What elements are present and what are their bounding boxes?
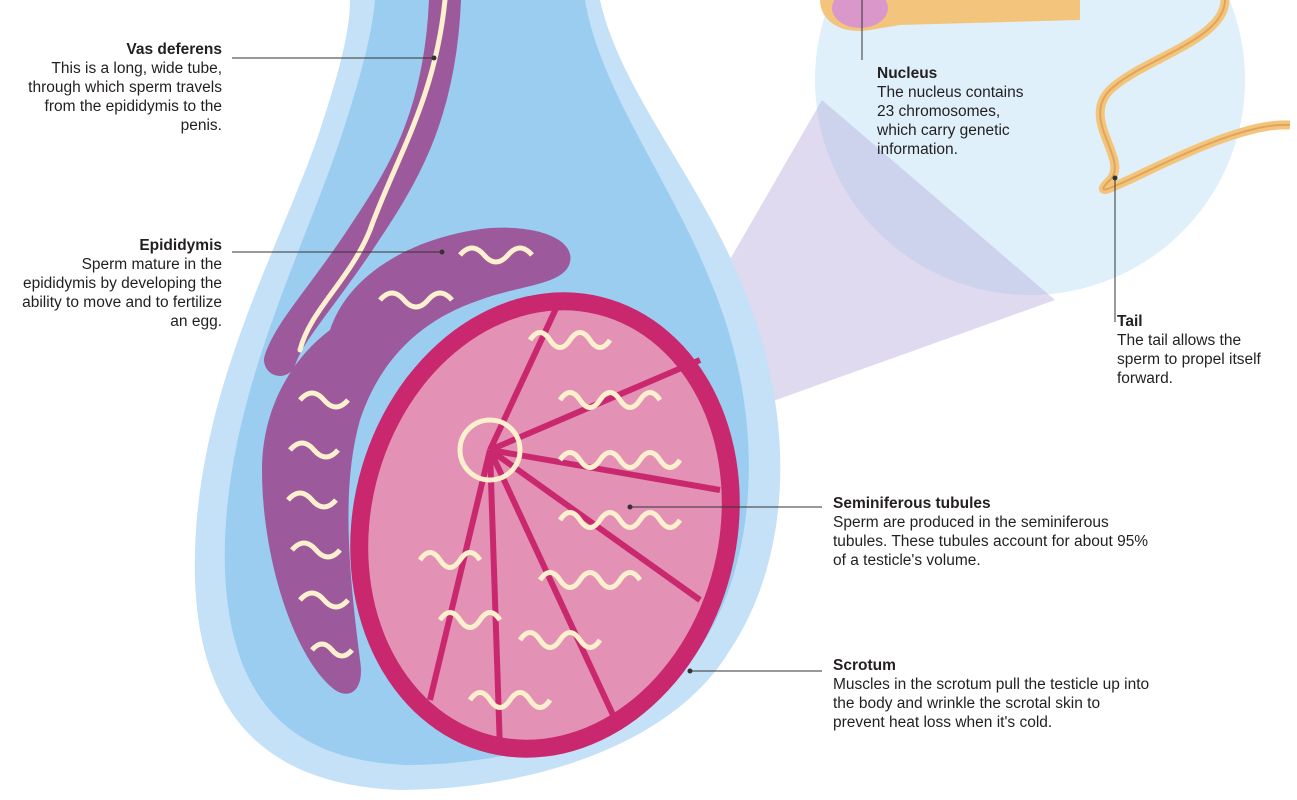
label-scrotum: Scrotum Muscles in the scrotum pull the … — [833, 656, 1153, 732]
label-tail: Tail The tail allows the sperm to propel… — [1117, 312, 1287, 388]
label-body: Muscles in the scrotum pull the testicle… — [833, 675, 1153, 732]
label-vas-deferens: Vas deferens This is a long, wide tube, … — [8, 40, 222, 135]
label-nucleus: Nucleus The nucleus contains 23 chromoso… — [877, 64, 1032, 159]
label-title: Scrotum — [833, 656, 1153, 675]
label-epididymis: Epididymis Sperm mature in the epididymi… — [8, 236, 222, 331]
label-title: Seminiferous tubules — [833, 494, 1153, 513]
label-body: This is a long, wide tube, through which… — [8, 59, 222, 135]
label-body: Sperm mature in the epididymis by develo… — [8, 255, 222, 331]
label-title: Tail — [1117, 312, 1287, 331]
label-title: Nucleus — [877, 64, 1032, 83]
label-body: The nucleus contains 23 chromosomes, whi… — [877, 83, 1032, 159]
label-seminiferous-tubules: Seminiferous tubules Sperm are produced … — [833, 494, 1153, 570]
label-title: Epididymis — [8, 236, 222, 255]
label-body: The tail allows the sperm to propel itse… — [1117, 331, 1287, 388]
label-body: Sperm are produced in the seminiferous t… — [833, 513, 1153, 570]
label-title: Vas deferens — [8, 40, 222, 59]
